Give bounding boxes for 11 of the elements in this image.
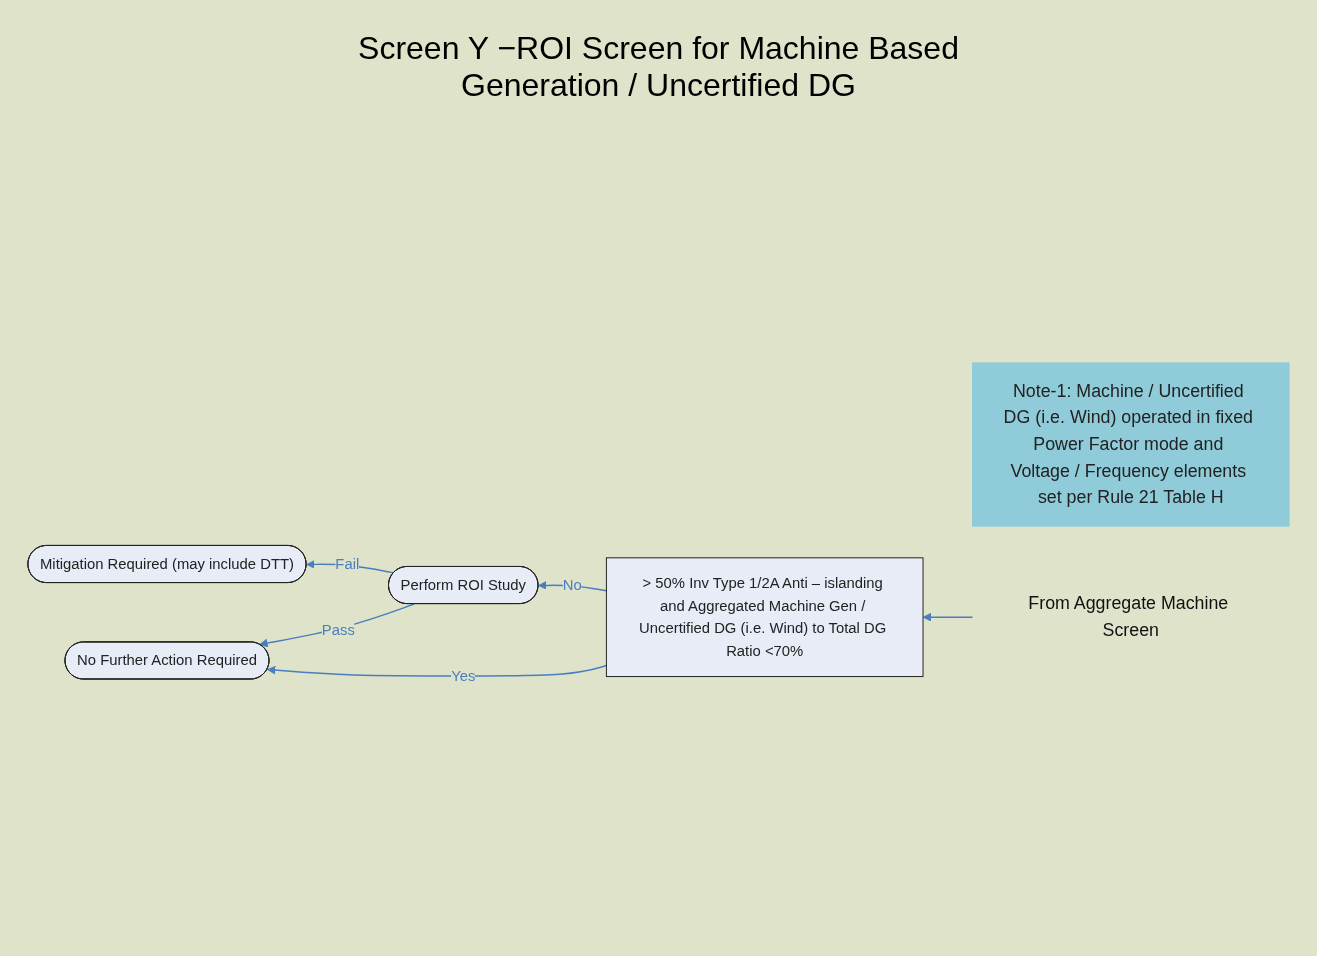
edge-label: Pass bbox=[321, 620, 355, 638]
edge-label: Fail bbox=[335, 554, 360, 572]
edge-label: No bbox=[562, 575, 582, 593]
node-box: Note-1: Machine / Uncertified DG (i.e. Wind) operated in fixed Power Factor mode and Voltage / Frequency elements set per Rule 21 Table H bbox=[972, 362, 1290, 527]
arrow bbox=[259, 603, 415, 648]
node-text: From Aggregate Machine Screen bbox=[1028, 593, 1229, 640]
arrow bbox=[922, 612, 974, 622]
node-box: > 50% Inv Type 1/2A Anti – islanding and Aggregated Machine Gen / Uncertified DG (i.e. Wind) to Total DG Ratio <70% bbox=[605, 557, 924, 678]
arrow bbox=[266, 664, 608, 677]
edge-label: Yes bbox=[451, 666, 476, 684]
diagram-title: Screen Y −ROI Screen for Machine Based Generation / Uncertified DG bbox=[357, 30, 960, 104]
